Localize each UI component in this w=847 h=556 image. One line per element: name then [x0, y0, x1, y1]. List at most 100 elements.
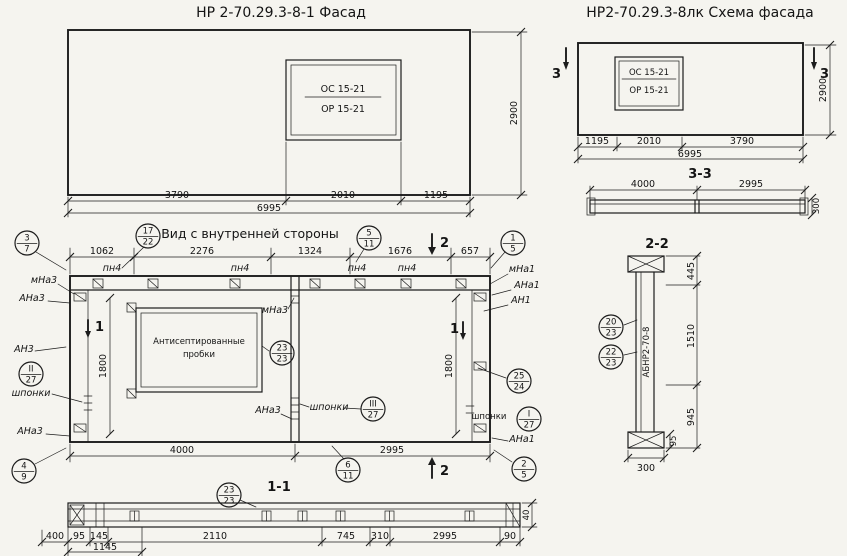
leader-line	[483, 304, 509, 312]
callout-top: 5	[366, 229, 371, 239]
leader-line	[299, 403, 310, 408]
callout-6-11: 611	[335, 457, 361, 483]
plate-hatch	[147, 278, 159, 289]
strip-clips	[129, 510, 475, 522]
plate-hatch	[354, 278, 366, 289]
plate	[400, 278, 412, 289]
plan-outline	[69, 275, 491, 443]
callout-bottom: 23	[606, 359, 617, 369]
callout-top: 22	[606, 348, 617, 358]
callout-top: 4	[21, 462, 26, 472]
label-shponki: шпонки	[472, 412, 507, 422]
section-3-3-title: 3-3	[688, 167, 712, 182]
end-tab	[799, 197, 809, 216]
callout-circle	[598, 314, 624, 340]
dim-label: 2995	[433, 531, 457, 542]
scheme-window	[614, 56, 684, 111]
label-ana1: АНа1	[508, 434, 535, 445]
section-marker-3-left: 3	[552, 47, 569, 82]
section-marker-2-top: 2	[428, 233, 449, 255]
callout-circle	[135, 223, 161, 249]
dim-label: 1800	[98, 354, 109, 378]
callout-top: 2	[521, 460, 526, 470]
s22-bottom-dim: 300	[623, 449, 669, 474]
anchor-mark	[473, 361, 487, 371]
section-marker-3-right: 3	[811, 47, 829, 82]
callout-top: 25	[514, 372, 525, 382]
label-an3: АН3	[13, 344, 34, 355]
anchor-mark	[473, 292, 487, 302]
facade-outline	[67, 29, 471, 196]
facade-window	[285, 59, 402, 141]
label-an1: АН1	[510, 295, 531, 306]
leader-line	[491, 437, 509, 442]
marker-arrow	[563, 62, 569, 70]
anchor-mark	[73, 423, 87, 433]
plate-hatch	[400, 278, 412, 289]
callout-top: I	[528, 410, 531, 420]
section-2-2-detail: 2-2 АБНР2-70-8 445 1510 945 95	[623, 237, 702, 474]
leader-line	[34, 346, 67, 352]
stamp-label: АБНР2-70-8	[642, 327, 652, 378]
plate	[309, 278, 321, 289]
dim-label: 2900	[818, 78, 829, 102]
callout-circle	[269, 340, 295, 366]
dim-label: 2010	[637, 136, 661, 147]
label-pn4: пн4	[348, 263, 366, 274]
callout-top: II	[28, 365, 33, 375]
leader-line	[57, 283, 75, 295]
callout-2-5: 25	[511, 456, 537, 482]
marker-label: 2	[440, 464, 449, 479]
marker-label: 3	[820, 67, 829, 82]
scheme-bottom-dims: 1195 2010 3790 6995	[573, 136, 808, 164]
label-mna1: мНа1	[509, 264, 535, 275]
callout-circle	[500, 230, 526, 256]
leader-line	[280, 413, 293, 420]
end-hatch	[69, 504, 85, 526]
facade-height-dim: 2900	[471, 27, 528, 200]
dim-label: 1324	[298, 246, 322, 257]
callout-circle	[14, 230, 40, 256]
pad	[126, 388, 137, 399]
callout-top: 6	[345, 461, 350, 471]
scheme-outline	[577, 42, 804, 136]
dim-label: 1195	[424, 190, 448, 201]
label-ana3: АНа3	[254, 405, 281, 416]
callout-top: 3	[24, 234, 29, 244]
section-1-1-title: 1-1	[267, 480, 291, 495]
foot-block	[627, 431, 665, 449]
leader-line	[261, 345, 270, 352]
callout-5-11: 511	[356, 225, 382, 251]
facade-bottom-dims: 3790 2010 1195 6995	[63, 141, 475, 218]
dim-label: 300	[812, 198, 822, 214]
inner-side-view: Вид с внутренней стороны 1062 2276 1324 …	[12, 226, 540, 479]
dim-label: 40	[522, 510, 532, 521]
callout-circle	[356, 225, 382, 251]
joint-key	[290, 295, 300, 304]
plate-hatch	[455, 278, 467, 289]
plate-hatch	[92, 278, 104, 289]
leader-line	[623, 319, 638, 326]
plate-hatch	[229, 278, 241, 289]
dim-label: 2276	[190, 246, 214, 257]
dim-label: 3790	[730, 136, 754, 147]
leader-line	[493, 449, 513, 463]
dim-label: 3790	[165, 190, 189, 201]
callout-1-5: 15	[500, 230, 526, 256]
callout-circle	[216, 482, 242, 508]
plan-title: Вид с внутренней стороны	[161, 226, 339, 241]
window-mark-bottom: ОР 15-21	[629, 86, 668, 96]
anchor-hatch	[73, 423, 87, 433]
dim-label: 6995	[257, 203, 281, 214]
section-3-3: 3-3 4000 2995 300	[585, 167, 822, 220]
plate	[229, 278, 241, 289]
dim-label: 6995	[678, 149, 702, 160]
plan-bottom-dims: 4000 2995	[65, 443, 495, 463]
label-pn4: пн4	[103, 263, 121, 274]
callout-bottom: 27	[26, 376, 37, 386]
callout-circle	[598, 344, 624, 370]
